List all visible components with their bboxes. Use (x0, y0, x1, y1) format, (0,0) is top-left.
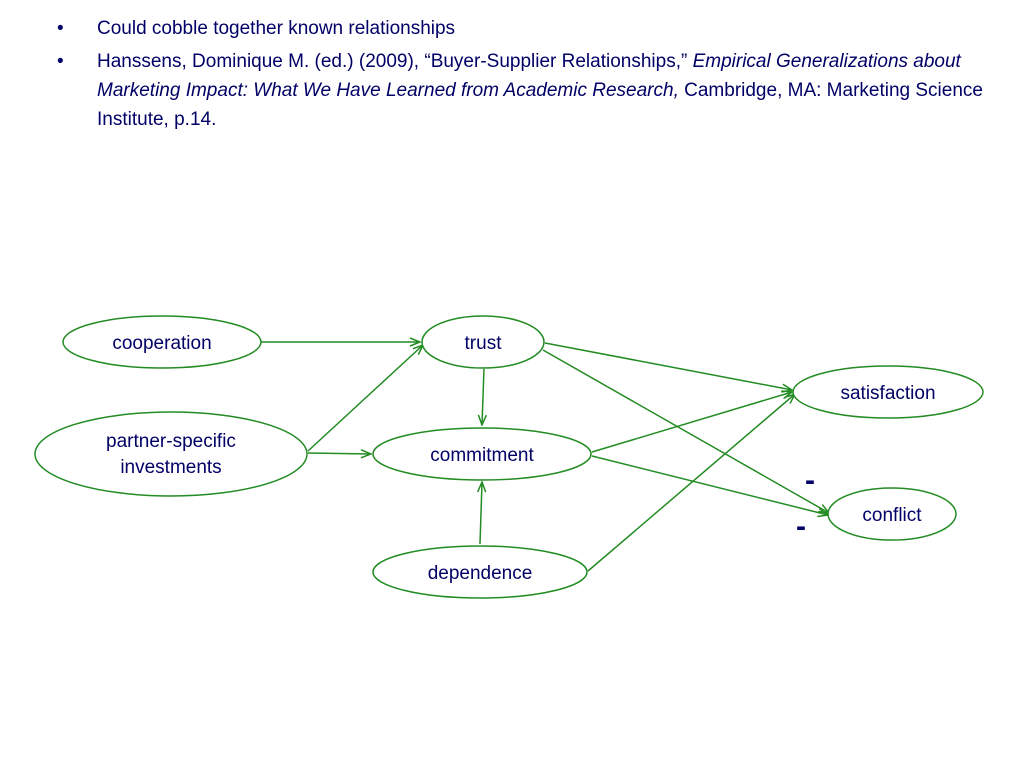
node-commitment: commitment (372, 427, 592, 481)
citation-title: Empirical Generalizations about Marketin… (97, 51, 961, 101)
bullet-marker: • (57, 18, 64, 39)
node-label: dependence (428, 563, 533, 584)
node-label: satisfaction (840, 383, 935, 404)
edge-commitment-conflict (591, 455, 828, 515)
node-label: conflict (862, 505, 922, 526)
node-satisfaction: satisfaction (792, 365, 984, 419)
negative-sign: - (805, 464, 815, 497)
edge-dependence-satisfaction (587, 394, 795, 572)
edge-partner-trust (307, 345, 423, 452)
edge-commitment-satisfaction (591, 392, 792, 453)
edge-trust-satisfaction (544, 342, 792, 390)
edge-trust-commitment (482, 368, 484, 425)
node-label: cooperation (112, 333, 211, 354)
bullet-list: • Could cobble together known relationsh… (55, 14, 985, 138)
edge-dependence-commitment (480, 482, 482, 545)
edge-trust-conflict (542, 349, 829, 513)
node-cooperation: cooperation (62, 315, 262, 369)
bullet-marker: • (57, 51, 64, 72)
node-label: partner-specific (106, 431, 236, 452)
node-label: trust (465, 333, 503, 354)
edge-partner-commitment (307, 453, 371, 454)
bullet-item: • Hanssens, Dominique M. (ed.) (2009), “… (55, 47, 985, 134)
bullet-item: • Could cobble together known relationsh… (55, 14, 985, 43)
node-trust: trust (421, 315, 545, 369)
node-conflict: conflict (827, 487, 957, 541)
node-label: investments (120, 457, 221, 478)
citation-publisher: Cambridge, MA: Marketing Science Institu… (97, 80, 983, 130)
negative-sign: - (796, 510, 806, 543)
node-partner-specific-investments: partner-specific investments (34, 411, 308, 497)
node-dependence: dependence (372, 545, 588, 599)
node-label: commitment (430, 445, 534, 466)
citation-text: Hanssens, Dominique M. (ed.) (2009), “Bu… (97, 51, 693, 72)
bullet-text: Could cobble together known relationship… (97, 18, 456, 39)
